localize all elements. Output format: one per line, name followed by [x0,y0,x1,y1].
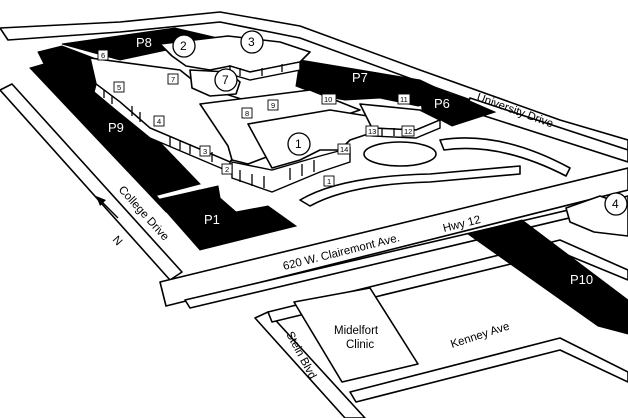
entrance-10-box [321,93,337,105]
front-drive-loop [299,165,521,207]
building-4-circle [604,192,628,216]
stein-blvd-road [254,311,366,418]
entrance-12-box [401,125,415,137]
college-drive-road [0,83,183,281]
entrance-2[interactable]: 2 [221,163,233,175]
label-p7: P7 [352,70,368,85]
entrance-14-box [337,143,351,155]
entrance-14[interactable]: 14 [337,143,351,155]
label-stein: Stein Blvd. [283,330,319,384]
entrance-1-box [323,175,335,187]
entrance-3[interactable]: 3 [199,145,211,157]
entrance-13-number: 13 [368,127,376,136]
entrance-8-box [241,107,253,119]
lot-p10[interactable] [466,219,628,335]
parking-labels: P9 P1 P8 P7 P6 P10 [108,35,593,287]
building-4-number: 4 [612,197,619,211]
building-7-number: 7 [222,73,229,87]
entrance-7-box [167,73,179,85]
building-4-marker[interactable]: 4 [604,192,628,216]
entrance-11-number: 11 [400,95,408,104]
entrance-12[interactable]: 12 [401,125,415,137]
label-p9: P9 [108,120,124,135]
entrance-10-number: 10 [324,95,332,104]
building-2-marker[interactable]: 2 [172,34,196,58]
label-p1: P1 [204,212,220,227]
building-1-marker[interactable]: 1 [287,132,311,156]
entrance-12-number: 12 [404,127,412,136]
entrance-14-number: 14 [340,145,348,154]
entrance-11[interactable]: 11 [397,93,411,105]
pedestrian-bridge [439,137,571,177]
entrance-2-box [221,163,233,175]
entrance-2-number: 2 [225,165,229,174]
entrance-4-box [153,115,165,127]
label-p8: P8 [136,35,152,50]
clairemont-avenue-road [159,167,628,307]
building-1-number: 1 [295,137,302,151]
entrance-13[interactable]: 13 [365,125,379,137]
entrance-9-number: 9 [271,101,275,110]
entrance-7[interactable]: 7 [167,73,179,85]
outer-loop-road [0,11,628,151]
entrance-7-number: 7 [171,75,175,84]
entrance-10[interactable]: 10 [321,93,337,105]
building-1-circle [287,132,311,156]
building-markers: 1 2 3 7 4 [172,30,628,216]
lot-p7[interactable] [295,59,460,107]
entrance-9-box [267,99,279,111]
clinic-block [293,287,419,383]
front-facade [231,147,351,193]
clinic-name-line1: Midelfort [334,325,379,337]
driveways [299,137,571,207]
entrance-1-number: 1 [327,177,331,186]
building-3-marker[interactable]: 3 [240,30,264,54]
entrance-5-number: 5 [117,83,121,92]
north-label: N [110,234,124,248]
entrance-5[interactable]: 5 [113,81,125,93]
midelfort-clinic[interactable]: Midelfort Clinic [293,287,419,383]
entrance-4-number: 4 [157,117,161,126]
entrance-8-number: 8 [245,109,249,118]
building-7-marker[interactable]: 7 [214,68,238,92]
building-windows [103,64,407,188]
entrance-5-box [113,81,125,93]
clinic-name-line2: Clinic [346,339,374,351]
entrance-8[interactable]: 8 [241,107,253,119]
north-arrow-head [96,196,106,206]
building-2-number: 2 [180,39,187,53]
lot-p1[interactable] [155,185,298,251]
entrance-6[interactable]: 6 [97,49,109,61]
kenney-lower-road [349,337,628,403]
entrance-6-number: 6 [101,51,105,60]
entrance-3-number: 3 [203,147,207,156]
entrance-4[interactable]: 4 [153,115,165,127]
entrance-9[interactable]: 9 [267,99,279,111]
label-p10: P10 [570,272,593,287]
label-p6: P6 [434,96,450,111]
building-2-circle [172,34,196,58]
lot-p6[interactable] [419,87,497,127]
entrance-3-box [199,145,211,157]
label-kenney: Kenney Ave [449,321,511,351]
building-3-circle [240,30,264,54]
campus-buildings [89,35,628,237]
entrance-markers: 1 2 3 4 5 6 7 8 [97,49,415,187]
entrance-11-box [397,93,411,105]
entrance-13-box [365,125,379,137]
entrance-1[interactable]: 1 [323,175,335,187]
building-3-number: 3 [248,35,255,49]
entrance-6-box [97,49,109,61]
roundabout [363,141,437,167]
building-7-circle [214,68,238,92]
